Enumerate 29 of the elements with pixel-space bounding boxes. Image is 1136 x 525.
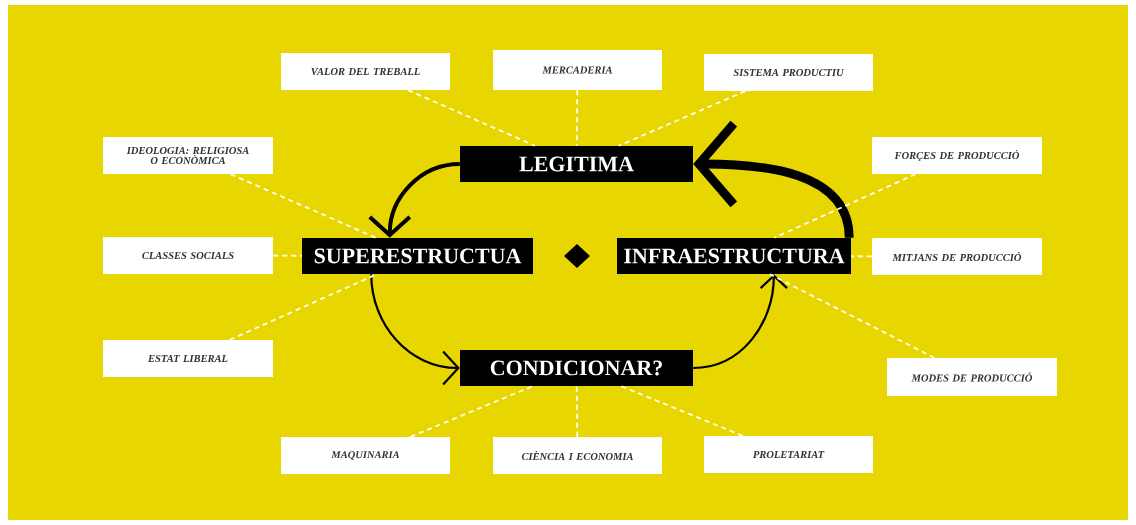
label-box: CLASSES SOCIALS	[103, 237, 273, 274]
leader-line	[620, 385, 744, 437]
leader-line	[617, 90, 747, 147]
leader-line	[229, 173, 377, 239]
concept-box: SUPERESTRUCTUA	[302, 238, 533, 274]
leader-line	[768, 273, 936, 359]
label-box: FORÇES DE PRODUCCIÓ	[872, 137, 1042, 174]
leader-line	[773, 173, 917, 239]
label-box: MERCADERIA	[493, 50, 662, 90]
concept-box: CONDICIONAR?	[460, 350, 693, 386]
leader-line	[409, 385, 534, 438]
leader-line	[407, 89, 536, 147]
leader-line	[575, 89, 579, 147]
label-box: SISTEMA PRODUCTIU	[704, 54, 873, 91]
leader-line	[850, 255, 873, 258]
label-box: PROLETARIAT	[704, 436, 873, 473]
leader-line	[272, 254, 303, 257]
label-box: CIÈNCIA I ECONOMIA	[493, 437, 662, 474]
label-box: ESTAT LIBERAL	[103, 340, 273, 377]
curved-arrow	[370, 274, 460, 386]
label-box: MITJANS DE PRODUCCIÓ	[872, 238, 1042, 275]
concept-box: LEGITIMA	[460, 146, 693, 182]
concept-box: INFRAESTRUCTURA	[617, 238, 851, 274]
label-box: MAQUINARIA	[281, 437, 450, 474]
label-box: VALOR DEL TREBALL	[281, 53, 450, 90]
leader-line	[575, 385, 579, 438]
curved-arrow	[693, 274, 788, 370]
label-box: IDEOLOGIA: RELIGIOSA O ECONÒMICA	[103, 137, 273, 174]
label-box: MODES DE PRODUCCIÓ	[887, 358, 1057, 396]
